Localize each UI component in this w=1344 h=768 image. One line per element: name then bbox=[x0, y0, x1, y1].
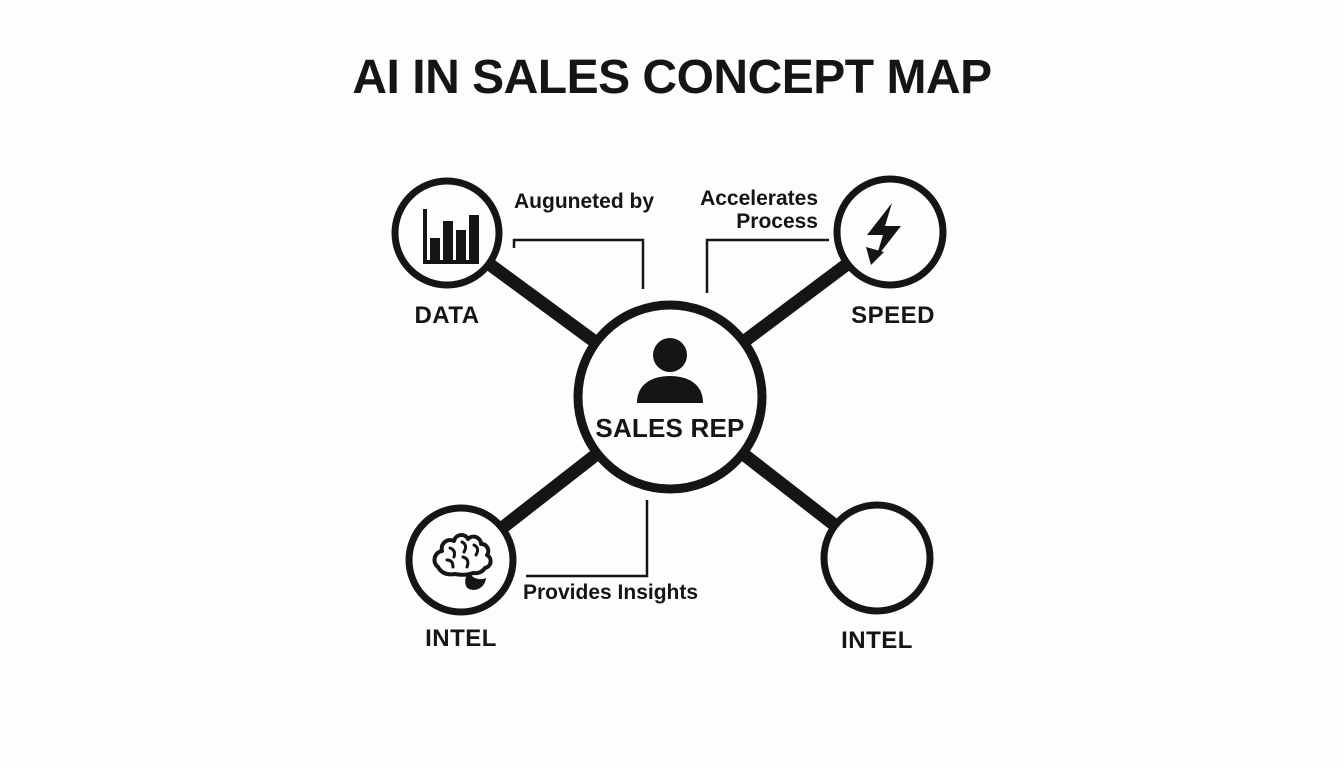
intel-left-node-label: INTEL bbox=[425, 625, 497, 652]
accelerates-label-bracket bbox=[705, 238, 829, 293]
accelerates-edge-label: Accelerates Process bbox=[696, 187, 818, 233]
accelerates-edge-label-line1: Accelerates bbox=[700, 187, 818, 210]
brain-icon bbox=[432, 532, 493, 590]
intel-right-node-circle bbox=[820, 501, 934, 615]
sales-rep-node-label: SALES REP bbox=[595, 413, 745, 443]
intel-left-node-circle bbox=[405, 504, 517, 616]
augmented-edge-label: Auguneted by bbox=[514, 190, 654, 213]
lightning-bolt-icon bbox=[866, 203, 901, 265]
insights-label-bracket bbox=[526, 500, 649, 578]
data-node-label: DATA bbox=[414, 302, 480, 329]
augmented-label-bracket bbox=[512, 238, 645, 289]
intel-right-node-label: INTEL bbox=[841, 627, 913, 654]
speed-node-label: SPEED bbox=[851, 302, 935, 329]
page-title: AI IN SALES CONCEPT MAP bbox=[352, 51, 992, 104]
bar-chart-icon bbox=[423, 209, 479, 264]
label-brackets bbox=[512, 238, 829, 578]
insights-edge-label: Provides Insights bbox=[523, 581, 699, 604]
accelerates-edge-label-line2: Process bbox=[736, 210, 818, 233]
person-icon bbox=[637, 338, 703, 403]
